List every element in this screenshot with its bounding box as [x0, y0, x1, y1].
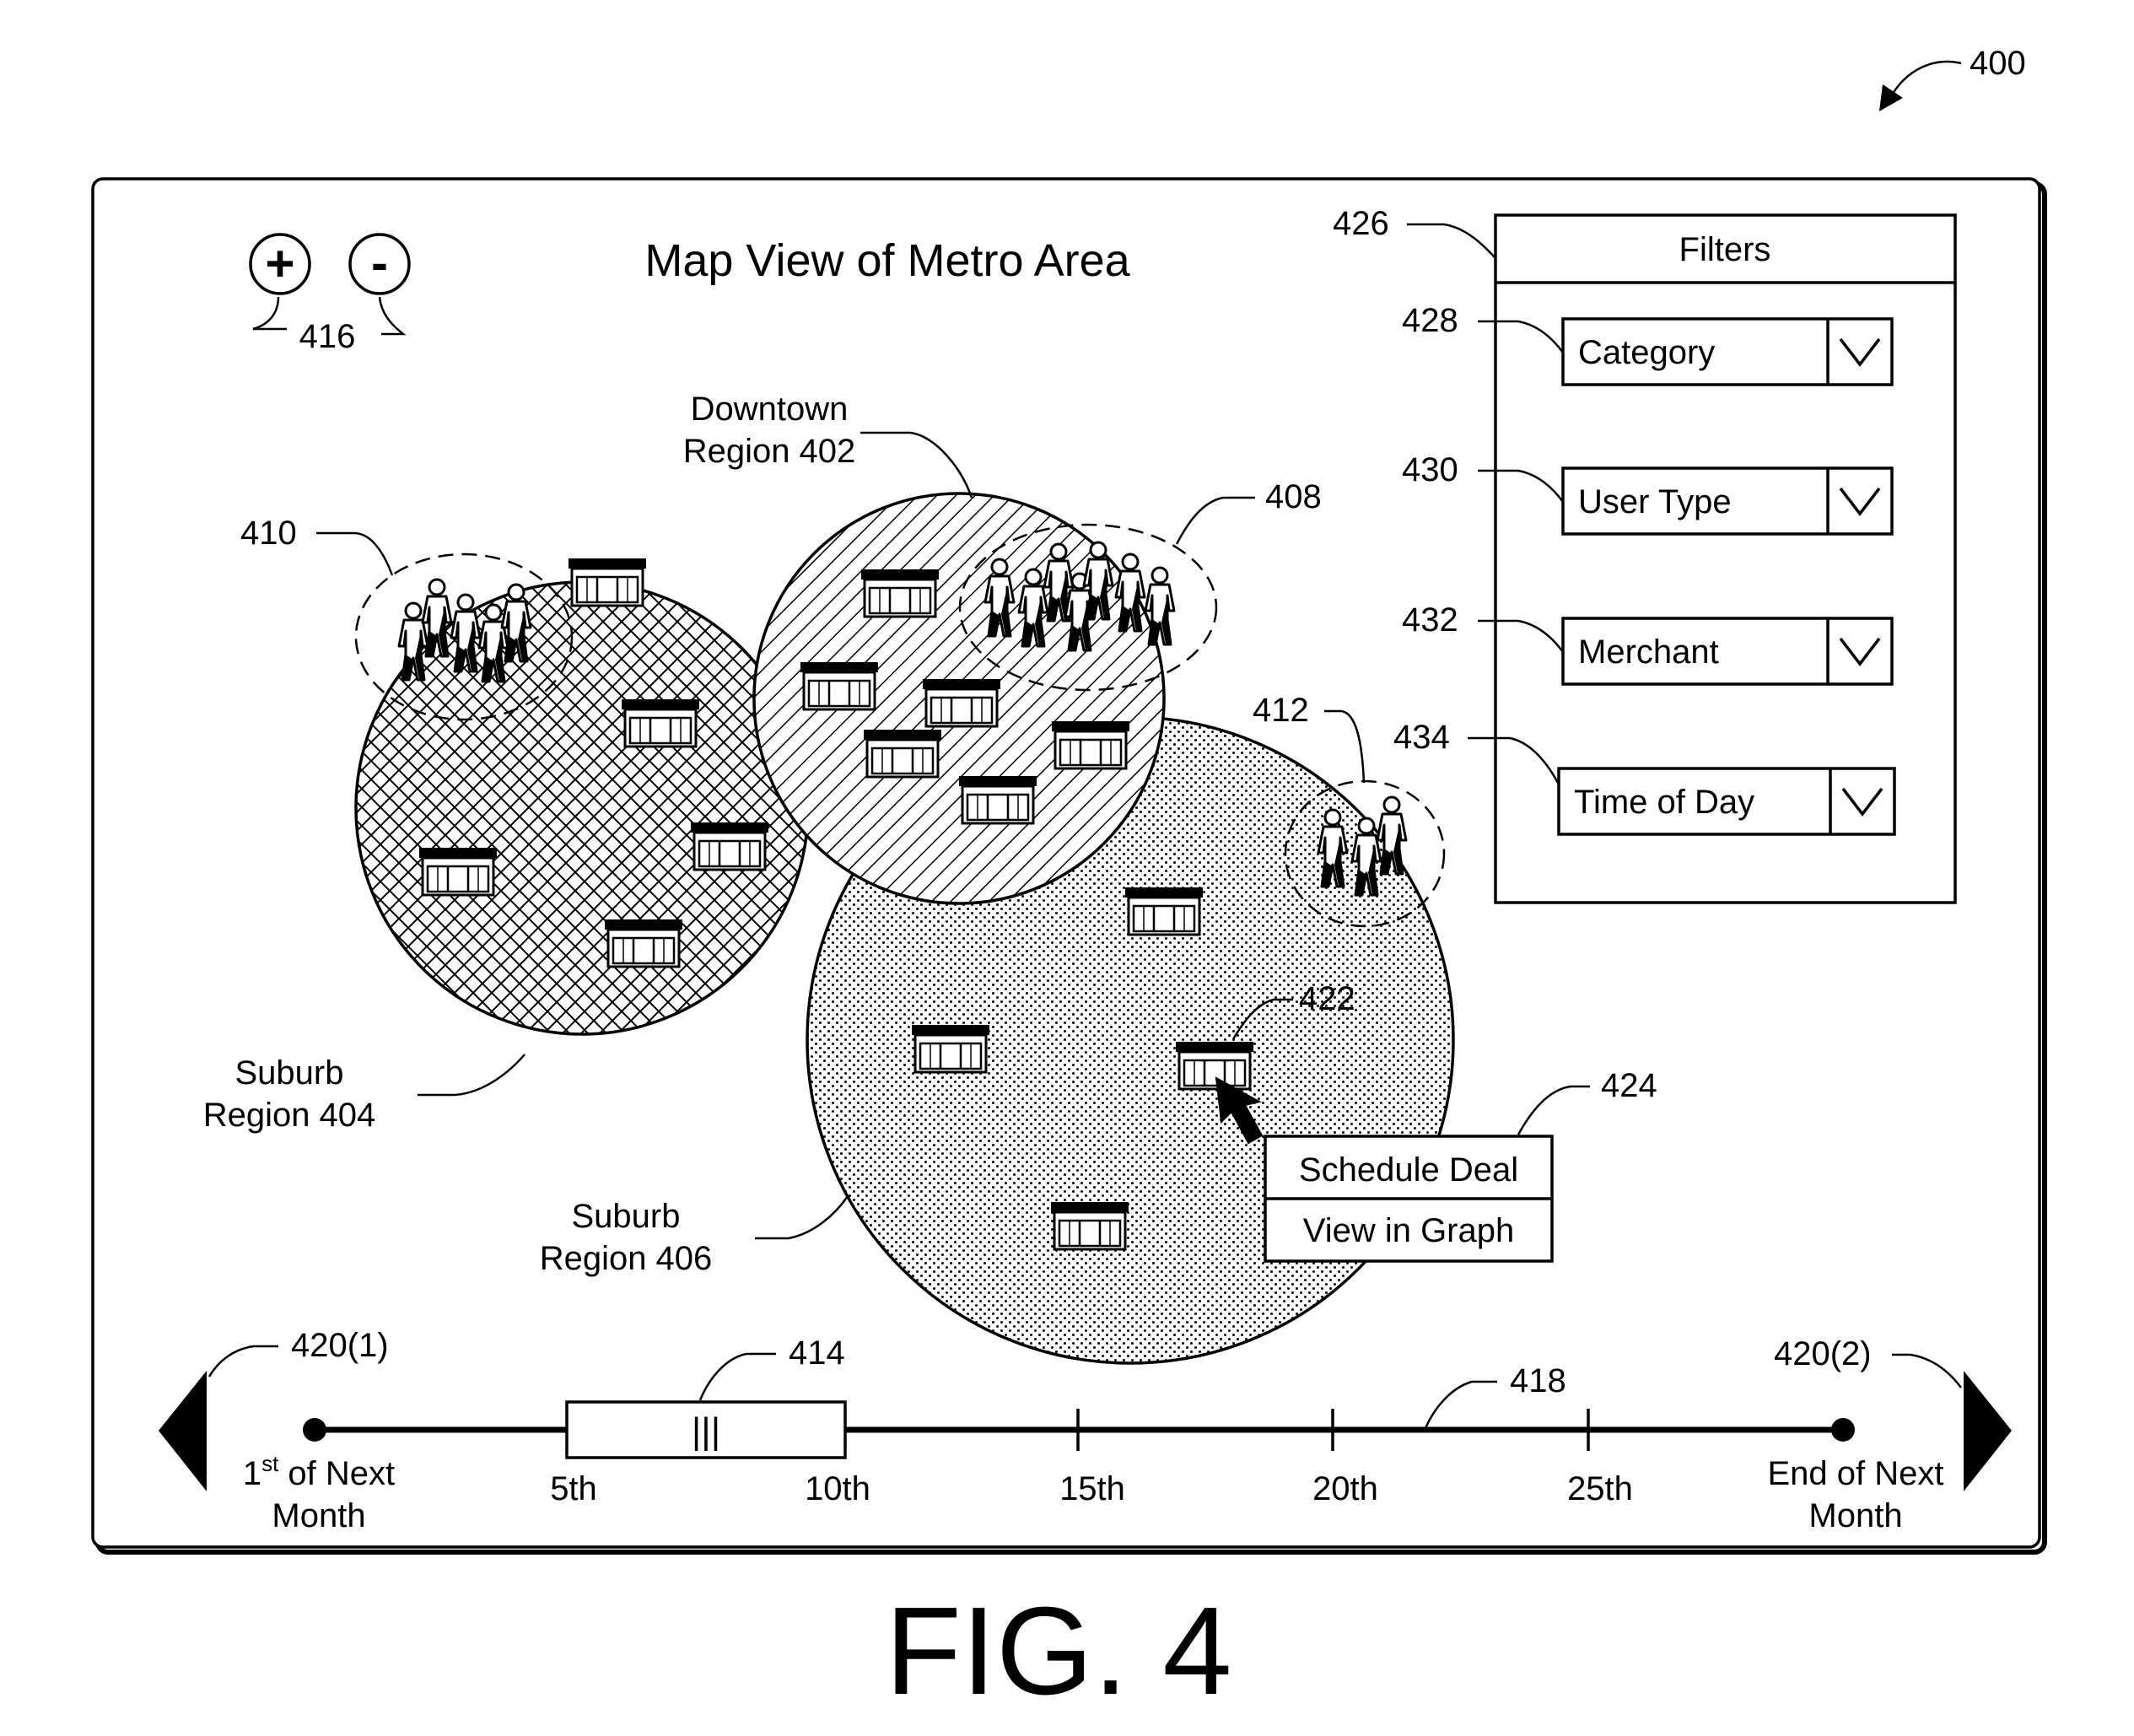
timeline-range-slider[interactable]: |||	[567, 1402, 845, 1458]
right-arrow-ref: 420(2)	[1774, 1335, 1872, 1372]
merchant-store-icon[interactable]	[800, 662, 878, 709]
merchant-store-icon[interactable]	[923, 679, 1000, 726]
view-in-graph-label: View in Graph	[1303, 1212, 1515, 1249]
filters-title: Filters	[1679, 231, 1771, 268]
region-402-label-line1: Downtown	[691, 391, 849, 428]
timeline-end-label-line1: End of Next	[1767, 1455, 1943, 1492]
figure-ref-leader	[1889, 62, 1961, 100]
region-404-label-line2: Region 404	[203, 1097, 376, 1134]
timeline-end-dot	[1831, 1418, 1855, 1442]
slider-ref: 414	[789, 1334, 845, 1372]
merchant-store-icon[interactable]	[1051, 1202, 1129, 1249]
left-arrow-ref: 420(1)	[291, 1327, 389, 1364]
zoom-in-icon: +	[265, 235, 294, 292]
tick-label-25th: 25th	[1567, 1470, 1633, 1507]
region-402-label-line2: Region 402	[683, 433, 856, 470]
user-cluster-410-ref: 410	[240, 515, 297, 552]
slider-grip-icon: |||	[692, 1410, 720, 1452]
merchant-ref: 422	[1299, 980, 1355, 1017]
timeline-start-label-line2: Month	[272, 1497, 365, 1534]
figure-caption: FIG. 4	[885, 1582, 1231, 1721]
zoom-in-button[interactable]: +	[251, 235, 310, 294]
timeline-start-dot	[303, 1418, 326, 1442]
merchant-store-icon[interactable]	[959, 776, 1037, 823]
tick-label-10th: 10th	[805, 1470, 870, 1507]
merchant-store-icon[interactable]	[691, 822, 768, 870]
time-of-day-label: Time of Day	[1574, 784, 1754, 821]
merchant-store-icon[interactable]	[419, 848, 497, 895]
figure-ref-arrowhead	[1879, 84, 1903, 111]
user-cluster-412-ref: 412	[1253, 692, 1309, 729]
zoom-ref: 416	[299, 318, 356, 355]
merchant-store-icon[interactable]	[1125, 887, 1203, 935]
region-406-label-line2: Region 406	[540, 1240, 713, 1277]
zoom-out-icon: -	[371, 235, 388, 291]
schedule-deal-label: Schedule Deal	[1299, 1151, 1518, 1189]
category-label: Category	[1578, 334, 1715, 371]
user-cluster-408-ref: 408	[1265, 478, 1322, 515]
timeline-end-label-line2: Month	[1808, 1497, 1902, 1534]
region-406-label-line1: Suburb	[572, 1198, 681, 1235]
figure-ref: 400	[1970, 45, 2026, 82]
time-of-day-ref: 434	[1393, 719, 1450, 756]
merchant-store-icon[interactable]	[605, 919, 682, 967]
merchant-label: Merchant	[1578, 633, 1719, 671]
merchant-store-icon[interactable]	[622, 699, 699, 747]
category-ref: 428	[1402, 302, 1458, 339]
tick-label-20th: 20th	[1312, 1470, 1378, 1507]
user-type-ref: 430	[1402, 451, 1458, 488]
region-404-label-line1: Suburb	[235, 1054, 344, 1092]
merchant-filter-ref: 432	[1402, 601, 1458, 639]
filters-ref: 426	[1333, 205, 1389, 242]
merchant-store-icon[interactable]	[569, 558, 646, 606]
merchant-store-icon[interactable]	[912, 1025, 989, 1072]
timeline-ref: 418	[1510, 1362, 1566, 1399]
context-menu-ref: 424	[1601, 1067, 1657, 1104]
map-title: Map View of Metro Area	[644, 235, 1130, 286]
user-type-label: User Type	[1578, 483, 1732, 520]
tick-label-15th: 15th	[1059, 1470, 1125, 1507]
merchant-store-icon-selected[interactable]	[1176, 1042, 1253, 1089]
merchant-store-icon[interactable]	[864, 730, 941, 777]
tick-label-5th: 5th	[550, 1470, 597, 1507]
merchant-store-icon[interactable]	[1052, 721, 1129, 768]
region-404-area[interactable]	[356, 582, 808, 1034]
zoom-out-button[interactable]: -	[350, 235, 409, 294]
merchant-store-icon[interactable]	[861, 569, 939, 617]
